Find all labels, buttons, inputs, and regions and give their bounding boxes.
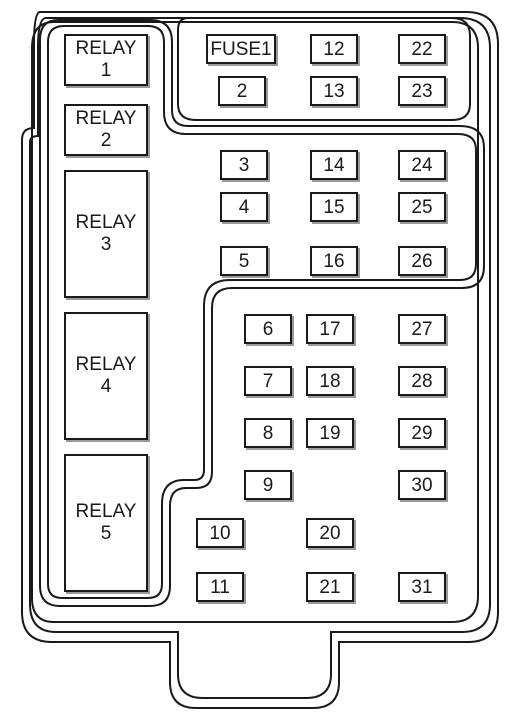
relay-2-label: RELAY — [75, 108, 137, 129]
relay-4-number: 4 — [100, 376, 112, 397]
fuse-20: 20 — [306, 518, 354, 548]
fuse-2: 2 — [218, 76, 266, 106]
fuse-9: 9 — [244, 470, 292, 500]
fuse-30: 30 — [398, 470, 446, 500]
fuse-3: 3 — [220, 150, 268, 180]
fuse-25: 25 — [398, 192, 446, 222]
fuse-22: 22 — [398, 34, 446, 64]
fuse-8: 8 — [244, 418, 292, 448]
relay-5-label: RELAY — [75, 501, 137, 522]
fuse-26: 26 — [398, 246, 446, 276]
fuse-11: 11 — [196, 572, 244, 602]
relay-3-number: 3 — [100, 234, 112, 255]
relay-4-label: RELAY — [75, 354, 137, 375]
fuse-10: 10 — [196, 518, 244, 548]
fuse-4: 4 — [220, 192, 268, 222]
fuse-5: 5 — [220, 246, 268, 276]
fuse-12: 12 — [310, 34, 358, 64]
fuse-23: 23 — [398, 76, 446, 106]
fuse-14: 14 — [310, 150, 358, 180]
relay-5-number: 5 — [100, 523, 112, 544]
fuse-7: 7 — [244, 366, 292, 396]
fuse-13: 13 — [310, 76, 358, 106]
relay-1-label: RELAY — [75, 38, 137, 59]
fuse-27: 27 — [398, 314, 446, 344]
fuse-29: 29 — [398, 418, 446, 448]
fuse-31: 31 — [398, 572, 446, 602]
fuse-17: 17 — [306, 314, 354, 344]
fuse-16: 16 — [310, 246, 358, 276]
relay-2-number: 2 — [100, 130, 112, 151]
fuse-19: 19 — [306, 418, 354, 448]
fuse-18: 18 — [306, 366, 354, 396]
fuse-24: 24 — [398, 150, 446, 180]
fuse-1: FUSE1 — [206, 34, 276, 64]
fuse-15: 15 — [310, 192, 358, 222]
relay-3-label: RELAY — [75, 212, 137, 233]
relay-1-number: 1 — [100, 60, 112, 81]
fuse-21: 21 — [306, 572, 354, 602]
fuse-28: 28 — [398, 366, 446, 396]
fuse-6: 6 — [244, 314, 292, 344]
